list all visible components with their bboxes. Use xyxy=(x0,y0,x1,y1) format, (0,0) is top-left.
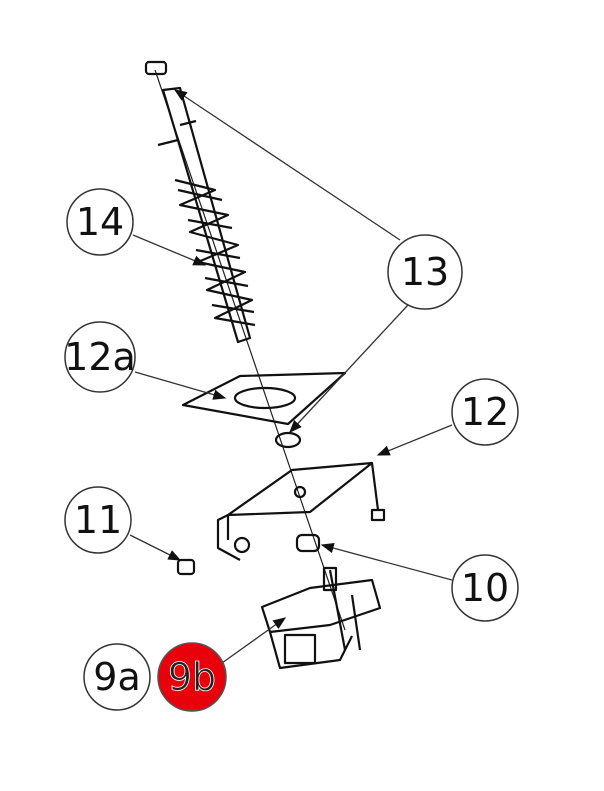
svg-text:12a: 12a xyxy=(64,335,136,379)
leader-12a xyxy=(134,371,227,400)
leader-13-top xyxy=(173,89,401,241)
part-12-bracket xyxy=(216,461,386,561)
leader-13-bottom xyxy=(289,304,409,433)
svg-text:13: 13 xyxy=(401,250,449,294)
callout-9b-highlighted: 9b xyxy=(157,642,227,712)
callout-14: 14 xyxy=(66,188,134,256)
part-13-bushing xyxy=(274,431,302,449)
svg-text:11: 11 xyxy=(74,498,122,542)
svg-text:12: 12 xyxy=(461,390,509,434)
svg-text:10: 10 xyxy=(461,566,509,610)
leader-12 xyxy=(376,424,453,456)
callout-9a: 9a xyxy=(83,643,151,711)
callout-11: 11 xyxy=(64,486,132,554)
part-10-coupling xyxy=(295,533,321,553)
part-9-motor xyxy=(260,566,382,670)
leader-10 xyxy=(320,543,453,581)
callout-12a: 12a xyxy=(64,321,136,393)
svg-text:9b: 9b xyxy=(168,655,216,699)
leader-14 xyxy=(132,234,207,266)
leader-11 xyxy=(129,534,182,561)
svg-text:9a: 9a xyxy=(93,655,140,699)
part-13-top-bushing xyxy=(144,60,168,76)
svg-text:14: 14 xyxy=(76,200,124,244)
part-11-nut xyxy=(176,558,196,576)
assembly-axis xyxy=(154,69,346,631)
callout-10: 10 xyxy=(451,554,519,622)
part-14-auger xyxy=(157,86,256,344)
callout-13: 13 xyxy=(387,234,463,310)
leader-9b xyxy=(221,617,287,664)
callout-12: 12 xyxy=(451,378,519,446)
